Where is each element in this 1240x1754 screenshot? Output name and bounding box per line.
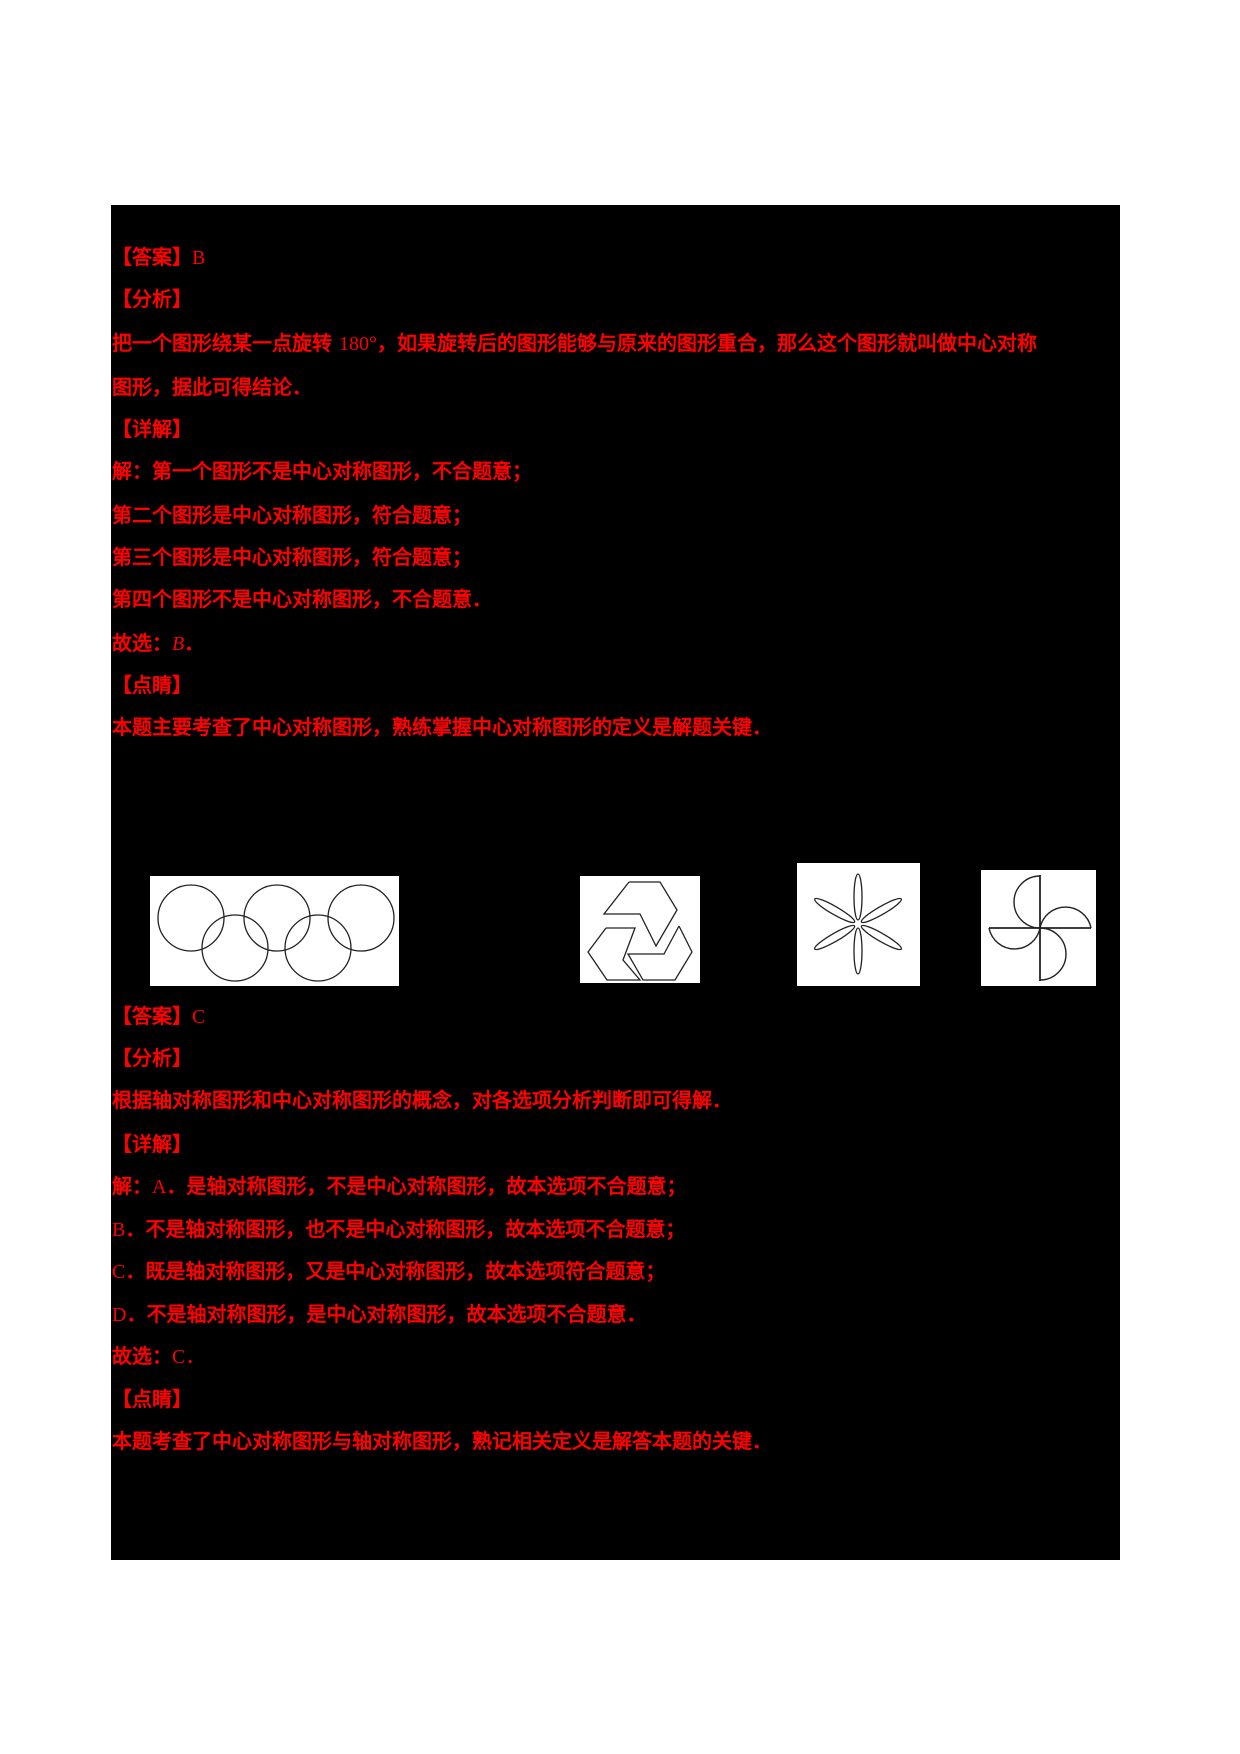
- detail-line: 解：第一个图形不是中心对称图形，不合题意；: [112, 459, 532, 483]
- choice-prefix: 故选：: [112, 1344, 172, 1368]
- choice-value: B: [172, 633, 185, 655]
- choice-line-1: 故选：B．: [112, 631, 204, 656]
- analysis-label-1: 【分析】: [112, 287, 192, 311]
- detail-label-2: 【详解】: [112, 1132, 192, 1156]
- comment-label-1: 【点睛】: [112, 673, 192, 697]
- hexagon-triad-icon: [587, 881, 693, 981]
- answer-line-1: 【答案】B: [112, 245, 205, 270]
- pinwheel-icon: [988, 875, 1092, 981]
- analysis-text-1-line1: 把一个图形绕某一点旋转 180°，如果旋转后的图形能够与原来的图形重合，那么这个…: [112, 331, 1037, 356]
- detail-line: 第三个图形是中心对称图形，符合题意；: [112, 545, 472, 569]
- choice-suffix: ．: [184, 631, 205, 655]
- detail-text: ．不是轴对称图形，也不是中心对称图形，故本选项不合题意；: [125, 1217, 686, 1241]
- detail-line: 第二个图形是中心对称图形，符合题意；: [112, 503, 472, 527]
- detail-line: 第四个图形不是中心对称图形，不合题意．: [112, 587, 492, 611]
- comment-text-1: 本题主要考查了中心对称图形，熟练掌握中心对称图形的定义是解题关键．: [112, 715, 772, 739]
- detail-option-line: C．既是轴对称图形，又是中心对称图形，故本选项符合题意；: [112, 1259, 665, 1284]
- comment-label-2: 【点睛】: [112, 1387, 192, 1411]
- analysis-text-2: 根据轴对称图形和中心对称图形的概念，对各选项分析判断即可得解．: [112, 1088, 732, 1112]
- option-letter: B: [112, 1219, 126, 1241]
- olympic-rings-figure: [150, 876, 399, 986]
- option-letter: A: [152, 1176, 167, 1198]
- analysis-text-part: ，如果旋转后的图形能够与原来的图形重合，那么这个图形就叫做中心对称: [376, 331, 1037, 355]
- choice-value: C．: [172, 1346, 206, 1368]
- answer-label: 【答案】: [112, 1004, 192, 1028]
- detail-prefix: 解：: [112, 1174, 152, 1198]
- analysis-text-part: 把一个图形绕某一点旋转: [112, 331, 332, 355]
- answer-value: B: [192, 247, 206, 269]
- detail-option-line: 解：A．是轴对称图形，不是中心对称图形，故本选项不合题意；: [112, 1174, 686, 1199]
- six-petal-flower-icon: [813, 873, 903, 975]
- comment-text-2: 本题考查了中心对称图形与轴对称图形，熟记相关定义是解答本题的关键．: [112, 1429, 772, 1453]
- option-letter: C: [112, 1261, 126, 1283]
- six-petal-flower-figure: [797, 863, 920, 986]
- detail-text: ．是轴对称图形，不是中心对称图形，故本选项不合题意；: [166, 1174, 687, 1198]
- detail-option-line: B．不是轴对称图形，也不是中心对称图形，故本选项不合题意；: [112, 1217, 685, 1242]
- detail-text: ．既是轴对称图形，又是中心对称图形，故本选项符合题意；: [125, 1259, 666, 1283]
- rotation-angle: 180°: [338, 333, 377, 355]
- hexagon-triad-figure: [580, 876, 700, 983]
- detail-label-1: 【详解】: [112, 417, 192, 441]
- detail-text: ．不是轴对称图形，是中心对称图形，故本选项不合题意．: [126, 1302, 647, 1326]
- analysis-text-1-line2: 图形，据此可得结论．: [112, 375, 312, 399]
- pinwheel-figure: [981, 870, 1096, 986]
- option-letter: D: [112, 1304, 127, 1326]
- choice-line-2: 故选：C．: [112, 1344, 205, 1369]
- olympic-rings-icon: [157, 884, 395, 982]
- answer-label: 【答案】: [112, 245, 192, 269]
- document-content-block: 【答案】B 【分析】 把一个图形绕某一点旋转 180°，如果旋转后的图形能够与原…: [111, 205, 1120, 1560]
- answer-value: C: [192, 1006, 206, 1028]
- answer-line-2: 【答案】C: [112, 1004, 205, 1029]
- choice-prefix: 故选：: [112, 631, 172, 655]
- analysis-label-2: 【分析】: [112, 1046, 192, 1070]
- detail-option-line: D．不是轴对称图形，是中心对称图形，故本选项不合题意．: [112, 1302, 646, 1327]
